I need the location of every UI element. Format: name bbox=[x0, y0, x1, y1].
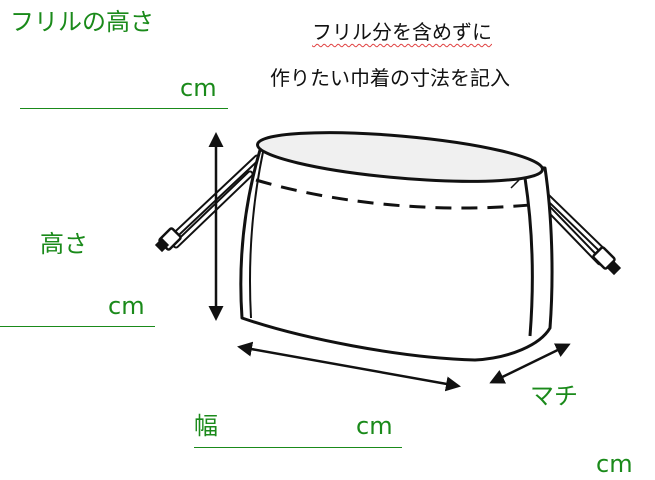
right-cord-end bbox=[606, 260, 622, 276]
height-label: 高さ bbox=[40, 230, 88, 258]
frill-height-unit: cm bbox=[180, 74, 217, 102]
frill-height-label: フリルの高さ bbox=[10, 8, 154, 36]
height-input-line[interactable] bbox=[0, 326, 155, 327]
bag-left-fold bbox=[249, 151, 264, 319]
bag-side-panel bbox=[523, 177, 534, 337]
bag-opening bbox=[256, 131, 544, 183]
note-line-1: フリル分を含めずに bbox=[312, 22, 492, 42]
width-unit: cm bbox=[356, 412, 393, 440]
frill-height-input-line[interactable] bbox=[20, 108, 228, 109]
width-input-line[interactable] bbox=[194, 447, 402, 448]
note-line-2: 作りたい巾着の寸法を記入 bbox=[270, 66, 510, 90]
seam-dashed-line bbox=[255, 178, 531, 210]
gusset-unit: cm bbox=[596, 450, 633, 478]
width-arrow bbox=[237, 341, 461, 392]
gusset-arrow bbox=[489, 343, 571, 384]
right-cord-stopper bbox=[592, 246, 616, 270]
height-unit: cm bbox=[108, 292, 145, 320]
note-line-1-text: フリル分を含めずに bbox=[312, 20, 492, 44]
opening-crease bbox=[510, 179, 520, 189]
gusset-label: マチ bbox=[530, 382, 578, 410]
width-label: 幅 bbox=[194, 412, 218, 440]
